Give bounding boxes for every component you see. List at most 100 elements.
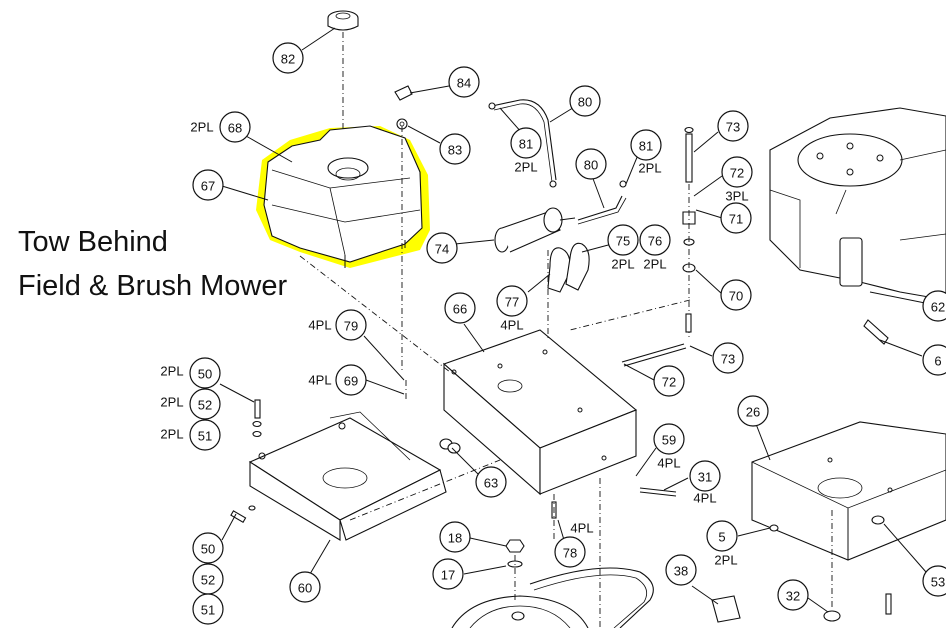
callout-17: 17 [432, 558, 464, 590]
callout-bubble [448, 66, 480, 98]
bolt-set-upper [252, 399, 262, 438]
engine [769, 107, 946, 345]
callout-83: 83 [439, 133, 471, 165]
part-number-label: 79 [344, 319, 358, 334]
callout-bubble [335, 309, 367, 341]
part-number-label: 72 [730, 166, 744, 181]
callout-bubble [922, 565, 946, 597]
callout-bubble [475, 466, 507, 498]
quantity-label: 2PL [160, 427, 183, 442]
part-number-label: 62 [931, 300, 945, 315]
callout-bubble [189, 388, 221, 420]
callout-bubble [737, 395, 769, 427]
callout-67: 67 [192, 169, 224, 201]
quantity-label: 4PL [308, 373, 331, 388]
callout-51: 51 2PL [160, 419, 221, 451]
part-number-label: 51 [201, 603, 215, 618]
callout-63: 63 [475, 466, 507, 498]
callout-62: 62 [922, 290, 946, 322]
callout-bubble [630, 129, 662, 161]
callout-60: 60 [289, 571, 321, 603]
callout-bubble [575, 148, 607, 180]
fuel-tank [263, 125, 423, 268]
part-number-label: 50 [201, 542, 215, 557]
part-number-label: 80 [584, 158, 598, 173]
fuel-clamp [394, 85, 413, 130]
quantity-label: 2PL [638, 161, 661, 176]
quantity-label: 4PL [657, 456, 680, 471]
callout-73: 73 [712, 342, 744, 374]
callout-bubble [192, 532, 224, 564]
washer-5 [769, 524, 779, 532]
callout-70: 70 [720, 279, 752, 311]
quantity-label: 3PL [725, 189, 748, 204]
callout-bubble [219, 111, 251, 143]
callout-66: 66 [444, 292, 476, 324]
part-number-label: 18 [448, 531, 462, 546]
part-number-label: 38 [674, 564, 688, 579]
part-number-label: 52 [198, 398, 212, 413]
part-number-label: 50 [198, 367, 212, 382]
callout-18: 18 [439, 521, 471, 553]
callout-80: 80 [575, 148, 607, 180]
callout-50: 50 [192, 532, 224, 564]
callout-6: 6 [922, 344, 946, 376]
callout-bubble [717, 110, 749, 142]
callout-bubble [444, 292, 476, 324]
part-number-label: 17 [441, 568, 455, 583]
fuel-cap [327, 10, 359, 31]
part-number-label: 82 [281, 52, 295, 67]
tank-mount-plate [442, 329, 638, 496]
part-number-label: 73 [726, 120, 740, 135]
fuel-filter [494, 207, 576, 253]
callout-bubble [272, 42, 304, 74]
part-number-label: 70 [729, 289, 743, 304]
callout-bubble [777, 579, 809, 611]
part-number-label: 73 [721, 352, 735, 367]
callout-68: 68 2PL [190, 111, 251, 143]
part-number-label: 68 [228, 121, 242, 136]
callout-74: 74 [426, 232, 458, 264]
callout-bubble [569, 85, 601, 117]
part-number-label: 26 [746, 405, 760, 420]
callout-bubble [189, 357, 221, 389]
callout-bubble [192, 169, 224, 201]
part-number-label: 5 [718, 530, 725, 545]
callout-80: 80 [569, 85, 601, 117]
part-number-label: 31 [698, 470, 712, 485]
callout-bubble [922, 344, 946, 376]
callout-bubble [510, 127, 542, 159]
callout-32: 32 [777, 579, 809, 611]
quantity-label: 4PL [693, 491, 716, 506]
callout-52: 52 [192, 563, 224, 595]
quantity-label: 2PL [190, 120, 213, 135]
callout-bubble [721, 156, 753, 188]
callout-bubble [432, 558, 464, 590]
part-number-label: 51 [198, 429, 212, 444]
callout-82: 82 [272, 42, 304, 74]
callout-53: 53 [922, 565, 946, 597]
callout-bubble [496, 285, 528, 317]
callout-73: 73 [717, 110, 749, 142]
quantity-label: 2PL [160, 364, 183, 379]
part-number-label: 78 [563, 546, 577, 561]
callout-bubble [665, 554, 697, 586]
mower-deck [751, 421, 946, 561]
fuel-line-lower [577, 180, 627, 225]
support-bracket [248, 411, 447, 541]
nut-washer [505, 539, 525, 600]
callout-bubble [439, 521, 471, 553]
callout-bubble [607, 224, 639, 256]
diagram-title-line-1: Tow Behind [18, 226, 168, 258]
part-number-label: 69 [344, 374, 358, 389]
callout-bubble [335, 364, 367, 396]
callout-bubble [192, 593, 224, 625]
bolt-31 [639, 487, 677, 497]
part-number-label: 75 [616, 234, 630, 249]
